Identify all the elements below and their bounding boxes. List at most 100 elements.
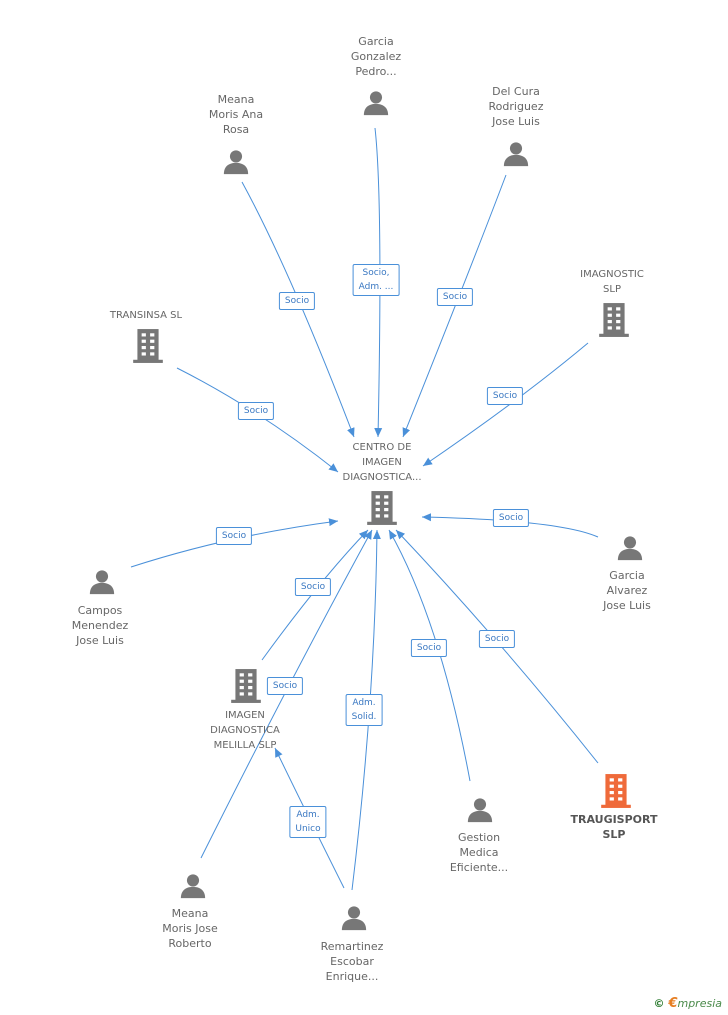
node-label-line: Meana [171,907,209,920]
node-label-line: IMAGEN [225,710,265,721]
edge-label-imagnostic-to-center[interactable]: Socio [486,387,524,405]
node-label-line: DIAGNOSTICA [210,725,280,736]
edge-gestion-to-center [388,529,471,782]
imagnostic-building-icon[interactable] [599,303,629,337]
edge-garcia_alvarez-to-center [421,513,599,538]
node-label-imagnostic[interactable]: IMAGNOSTIC SLP [580,267,644,297]
node-label-line: Rodriguez [488,100,544,113]
node-label-line: Remartinez [320,940,384,953]
edge-label-line: Socio [243,406,269,416]
campos-person-icon[interactable] [89,570,115,595]
transinsa-building-icon[interactable] [133,329,163,363]
node-label-line: Meana [217,93,255,106]
node-label-traugisport[interactable]: TRAUGISPORT SLP [570,812,657,842]
node-label-line: Garcia [358,35,394,48]
node-label-line: SLP [603,284,621,295]
node-label-line: Jose Luis [492,115,540,128]
edge-label-line: Socio [284,296,310,306]
edge-label-remartinez-to-idm_melilla[interactable]: Adm. Unico [289,806,327,838]
brand-name: mpresia [677,997,722,1010]
node-label-line: Menendez [71,619,129,632]
node-label-line: TRANSINSA SL [109,310,183,321]
edge-label-line: Socio, [362,268,390,278]
edge-label-line: Socio [484,634,510,644]
garcia_gonzalez-person-icon[interactable] [363,91,389,116]
node-label-center[interactable]: CENTRO DE IMAGEN DIAGNOSTICA... [342,440,421,485]
node-label-line: Garcia [609,569,645,582]
node-label-line: IMAGNOSTIC [580,269,644,280]
edge-label-line: Socio [272,681,298,691]
edge-label-line: Solid. [351,712,377,722]
edge-label-meana_jose-to-center[interactable]: Socio [266,677,304,695]
edge-label-line: Adm. [352,698,376,708]
edge-label-gestion-to-center[interactable]: Socio [410,639,448,657]
edge-label-garcia_alvarez-to-center[interactable]: Socio [492,509,530,527]
edge-label-line: Socio [221,531,247,541]
node-label-idm_melilla[interactable]: IMAGEN DIAGNOSTICA MELILLA SLP [210,708,280,753]
node-label-transinsa[interactable]: TRANSINSA SL [110,308,182,323]
copyright-symbol: © [653,997,665,1010]
node-label-line: TRAUGISPORT [570,813,658,826]
node-label-line: Enrique... [325,970,379,983]
node-label-line: Rosa [222,123,250,136]
edge-label-line: Socio [300,582,326,592]
edge-garcia_gonzalez-to-center [374,127,383,438]
node-label-line: Gonzalez [350,50,402,63]
node-label-line: Jose Luis [76,634,124,647]
garcia_alvarez-person-icon[interactable] [617,536,643,561]
edge-label-line: Unico [295,824,321,834]
edge-label-line: Adm. ... [358,282,394,292]
node-label-line: Alvarez [606,584,648,597]
del_cura-person-icon[interactable] [503,142,529,167]
meana_ana-person-icon[interactable] [223,150,249,175]
node-label-line: SLP [602,828,626,841]
node-label-line: MELILLA SLP [213,740,277,751]
node-label-line: Moris Ana [208,108,264,121]
node-label-line: Jose Luis [603,599,651,612]
node-label-line: Del Cura [492,85,540,98]
edge-label-transinsa-to-center[interactable]: Socio [237,402,275,420]
node-label-line: Pedro... [355,65,397,78]
edge-label-traugisport-to-center[interactable]: Socio [478,630,516,648]
node-label-line: IMAGEN [362,457,402,468]
edge-label-meana_ana-to-center[interactable]: Socio [278,292,316,310]
traugisport-building-icon[interactable] [601,774,631,808]
node-label-line: Medica [459,846,499,859]
edge-label-campos-to-center[interactable]: Socio [215,527,253,545]
node-label-line: Moris Jose [162,922,218,935]
node-label-line: Campos [77,604,123,617]
node-label-line: Escobar [330,955,374,968]
idm_melilla-building-icon[interactable] [231,669,261,703]
empresia-logo[interactable]: ©€mpresia [653,996,722,1011]
edge-label-idm_melilla-to-center[interactable]: Socio [294,578,332,596]
edge-transinsa-to-center [176,367,339,473]
meana_jose-person-icon[interactable] [180,874,206,899]
edge-label-del_cura-to-center[interactable]: Socio [436,288,474,306]
icons-layer [89,91,643,931]
node-label-line: CENTRO DE [352,442,412,453]
remartinez-person-icon[interactable] [341,906,367,931]
gestion-person-icon[interactable] [467,798,493,823]
center-building-icon[interactable] [367,491,397,525]
edge-label-line: Socio [492,391,518,401]
node-label-line: Eficiente... [449,861,509,874]
node-label-line: DIAGNOSTICA... [342,472,422,483]
edge-label-remartinez-to-center[interactable]: Adm. Solid. [345,694,383,726]
edge-label-line: Adm. [296,810,320,820]
node-label-line: Roberto [168,937,212,950]
node-label-line: Gestion [457,831,501,844]
edge-label-garcia_gonzalez-to-center[interactable]: Socio, Adm. ... [352,264,400,296]
brand-initial: € [668,996,678,1011]
edge-label-line: Socio [416,643,442,653]
edge-meana_ana-to-center [241,181,355,438]
edge-label-line: Socio [442,292,468,302]
